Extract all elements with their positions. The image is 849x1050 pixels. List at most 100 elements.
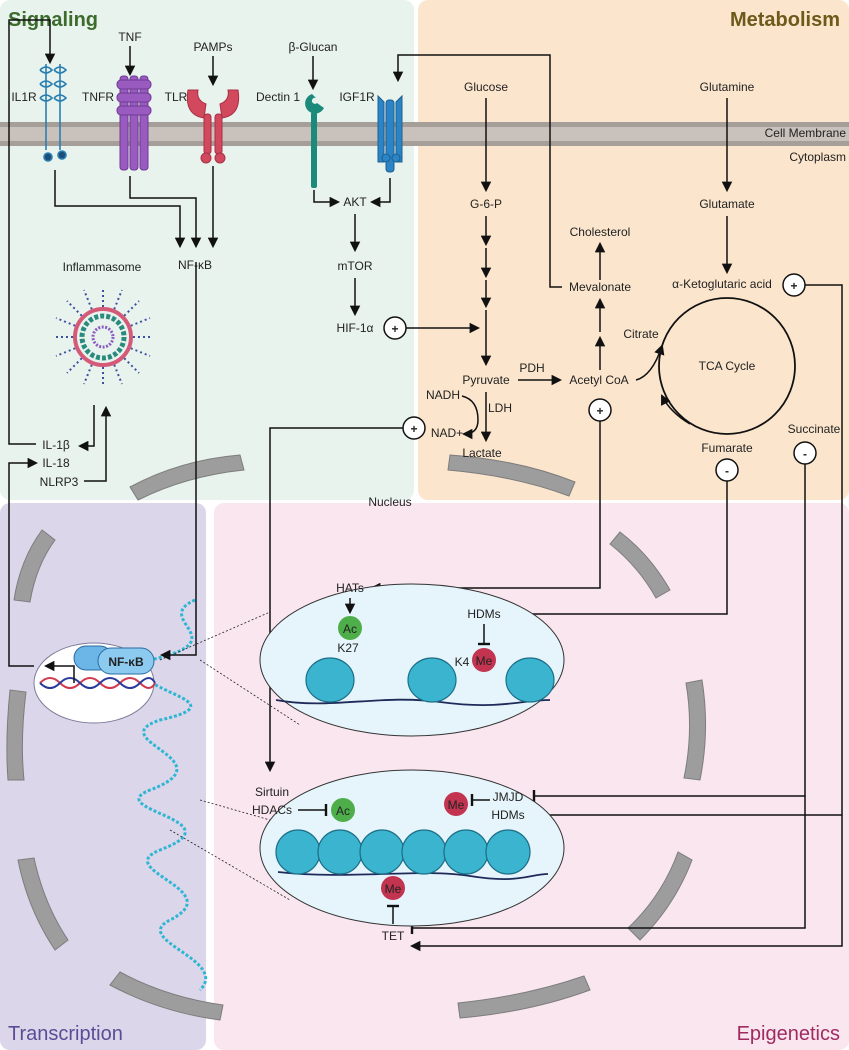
il1r-label: IL1R <box>11 90 37 104</box>
pamps-label: PAMPs <box>193 40 232 54</box>
tlr-label: TLR <box>165 90 188 104</box>
arrow-il1b-il1r <box>8 19 56 445</box>
lower-nucleosomes <box>275 829 531 875</box>
nadplus-label: NAD+ <box>431 426 463 440</box>
plus-nad-sign: + <box>410 422 417 436</box>
nlrp3-label: NLRP3 <box>40 475 79 489</box>
akt-label: AKT <box>343 195 367 209</box>
zoom-line-3 <box>199 799 271 821</box>
arrow-transcription-il18 <box>43 660 75 683</box>
ldh-label: LDH <box>488 401 512 415</box>
arrow-tca-reentry <box>661 394 691 425</box>
plus-acetylcoa-sign: + <box>596 404 603 418</box>
k4-label: K4 <box>455 655 470 669</box>
nfkb-label: NF-κB <box>178 258 212 272</box>
minus-succinate-sign: - <box>803 447 807 461</box>
zoom-line-4 <box>169 829 291 901</box>
arrow-acetylcoa-citrate <box>635 344 665 381</box>
nfkb-tf-label: NF-κB <box>108 655 144 669</box>
signaling-panel <box>0 0 414 500</box>
inhibit-fumarate-hdms <box>510 481 728 620</box>
hdms-upper-label: HDMs <box>467 607 500 621</box>
succinate-label: Succinate <box>788 422 841 436</box>
tca-cycle-circle <box>658 297 796 435</box>
arrow-nlrp3-inflammasome <box>84 405 112 482</box>
mevalonate-label: Mevalonate <box>569 280 631 294</box>
nadh-label: NADH <box>426 388 460 402</box>
acetyl-coa-label: Acetyl CoA <box>569 373 628 387</box>
tca-cycle-label: TCA Cycle <box>699 359 756 373</box>
signaling-title: Signaling <box>8 9 98 31</box>
hif1a-label: HIF-1α <box>337 321 374 335</box>
me-upper-label: Me <box>476 654 493 668</box>
pyruvate-label: Pyruvate <box>462 373 510 387</box>
jmjd-label: JMJD <box>493 790 524 804</box>
nfkb-complex <box>97 647 155 675</box>
upper-dna-line <box>275 698 551 706</box>
arrow-akg-tet <box>409 815 843 952</box>
beta-glucan-label: β-Glucan <box>289 40 338 54</box>
ac-upper-label: Ac <box>343 622 357 636</box>
arrow-inflammasome-il1b <box>77 405 95 452</box>
transcription-title: Transcription <box>8 1023 123 1045</box>
il1b-label: IL-1β <box>42 438 70 452</box>
hdms-lower-label: HDMs <box>491 808 524 822</box>
tnf-label: TNF <box>118 30 141 44</box>
cell-membrane-label: Cell Membrane <box>765 126 847 140</box>
minus-fumarate-sign: - <box>725 464 729 478</box>
methyl-mark-upper <box>472 648 496 672</box>
hdacs-label: HDACs <box>252 803 292 817</box>
plus-hif-sign: + <box>391 322 398 336</box>
arrow-il1r-nfkb <box>54 170 186 249</box>
igf1r-label: IGF1R <box>339 90 375 104</box>
plus-akg-sign: + <box>790 279 797 293</box>
glutamine-label: Glutamine <box>700 80 755 94</box>
me-lower-label-1: Me <box>448 798 465 812</box>
mtor-label: mTOR <box>337 259 372 273</box>
zoom-line-1 <box>159 611 271 661</box>
inhibit-succinate-tet <box>410 796 806 934</box>
dectin1-receptor <box>305 94 324 188</box>
nadh-nad-curve <box>461 395 479 440</box>
dectin1-label: Dectin 1 <box>256 90 300 104</box>
fumarate-label: Fumarate <box>701 441 753 455</box>
cytoplasm-label: Cytoplasm <box>789 150 846 164</box>
nuclear-envelope <box>6 454 707 1021</box>
g6p-label: G-6-P <box>470 197 502 211</box>
arrow-mevalonate-igf1r <box>392 54 562 288</box>
tlr-receptor <box>186 89 240 164</box>
epigenetics-panel <box>214 503 849 1050</box>
tet-label: TET <box>382 929 405 943</box>
upper-nucleosomes <box>305 657 555 703</box>
acetyl-mark-lower <box>331 798 355 822</box>
arrow-igf1r-akt <box>369 178 391 208</box>
glucose-label: Glucose <box>464 80 508 94</box>
dna-strand-blue <box>39 677 156 689</box>
citrate-label: Citrate <box>623 327 659 341</box>
tnfr-receptor <box>116 75 152 171</box>
lower-dna-line <box>277 871 549 880</box>
metabolism-title: Metabolism <box>730 9 840 31</box>
ac-lower-label: Ac <box>336 804 350 818</box>
nucleus-label: Nucleus <box>368 495 411 509</box>
hats-label: HATs <box>336 581 364 595</box>
arrow-tnfr-nfkb <box>129 176 202 249</box>
acetyl-mark-upper <box>338 616 362 640</box>
epigenetics-title: Epigenetics <box>737 1023 840 1045</box>
arrow-transcription-feedback <box>8 457 39 667</box>
pdh-label: PDH <box>519 361 544 375</box>
me-lower-label-2: Me <box>385 882 402 896</box>
inflammasome-label: Inflammasome <box>63 260 142 274</box>
igf1r-receptor <box>377 94 403 173</box>
cholesterol-label: Cholesterol <box>570 225 631 239</box>
methyl-mark-lower-2 <box>381 876 405 900</box>
sirtuin-label: Sirtuin <box>255 785 289 799</box>
il18-label: IL-18 <box>42 456 70 470</box>
k27-label: K27 <box>337 641 359 655</box>
inflammasome-complex <box>53 287 153 387</box>
glutamate-label: Glutamate <box>699 197 755 211</box>
tnfr-label: TNFR <box>82 90 114 104</box>
arrow-akg-hdms <box>515 284 843 821</box>
metabolism-panel <box>418 0 849 500</box>
